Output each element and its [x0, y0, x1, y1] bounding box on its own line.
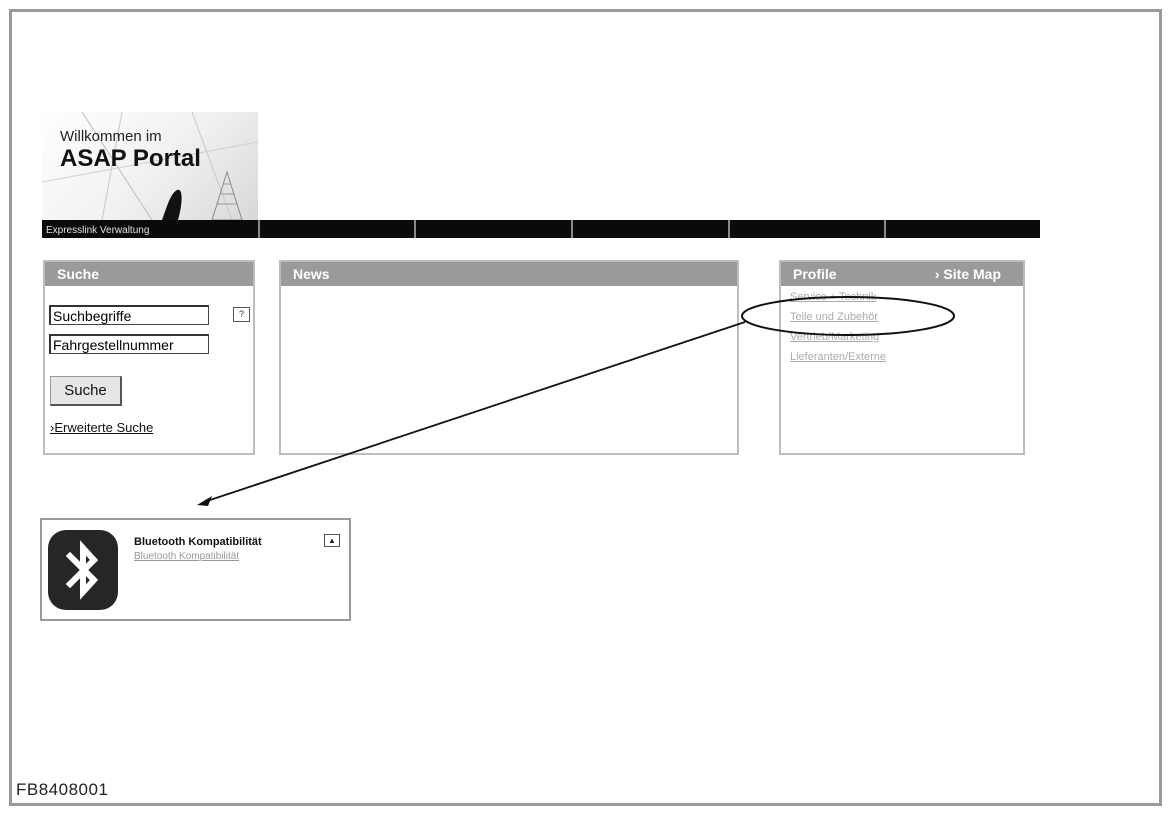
profile-panel: Profile › Site Map Service + Technik Tei…: [779, 260, 1025, 455]
news-panel: News: [279, 260, 739, 455]
chassis-number-input[interactable]: [49, 334, 209, 354]
callout-arrow-head-icon: [197, 496, 212, 506]
advanced-search-link[interactable]: ›Erweiterte Suche: [50, 420, 154, 435]
highlight-ellipse: [741, 296, 955, 336]
banner-portal-title: ASAP Portal: [60, 145, 201, 172]
bluetooth-card-title: Bluetooth Kompatibilität: [134, 536, 262, 548]
bluetooth-card-link[interactable]: Bluetooth Kompatibilität: [134, 551, 240, 562]
portal-banner: Willkommen im ASAP Portal: [42, 112, 258, 220]
search-panel-title: Suche: [45, 262, 253, 286]
callout-arrow-line: [203, 321, 746, 503]
figure-code: FB8408001: [16, 780, 109, 799]
search-term-input[interactable]: [49, 305, 209, 325]
help-icon[interactable]: ?: [233, 307, 250, 322]
banner-graphic-icon: [42, 112, 258, 220]
profile-link-parts[interactable]: Teile und Zubehör: [790, 311, 879, 323]
profile-panel-title: Profile: [793, 266, 837, 282]
collapse-icon[interactable]: ▲: [324, 534, 340, 547]
nav-item-expresslink[interactable]: Expresslink Verwaltung: [42, 220, 260, 238]
nav-item-5[interactable]: [730, 220, 886, 238]
search-button[interactable]: Suche: [50, 376, 122, 406]
nav-item-2[interactable]: [260, 220, 416, 238]
site-map-link[interactable]: › Site Map: [934, 266, 1001, 282]
profile-link-suppliers[interactable]: Lieferanten/Externe: [790, 351, 887, 363]
nav-item-3[interactable]: [416, 220, 573, 238]
profile-panel-header: Profile › Site Map: [781, 262, 1023, 286]
news-panel-title: News: [281, 262, 737, 286]
search-panel: Suche ? Suche ›Erweiterte Suche: [43, 260, 255, 455]
nav-item-4[interactable]: [573, 220, 730, 238]
top-navbar: Expresslink Verwaltung: [42, 220, 1040, 238]
bluetooth-card[interactable]: Bluetooth Kompatibilität Bluetooth Kompa…: [40, 518, 351, 621]
bluetooth-icon: [48, 530, 118, 610]
banner-welcome-text: Willkommen im: [60, 128, 162, 145]
